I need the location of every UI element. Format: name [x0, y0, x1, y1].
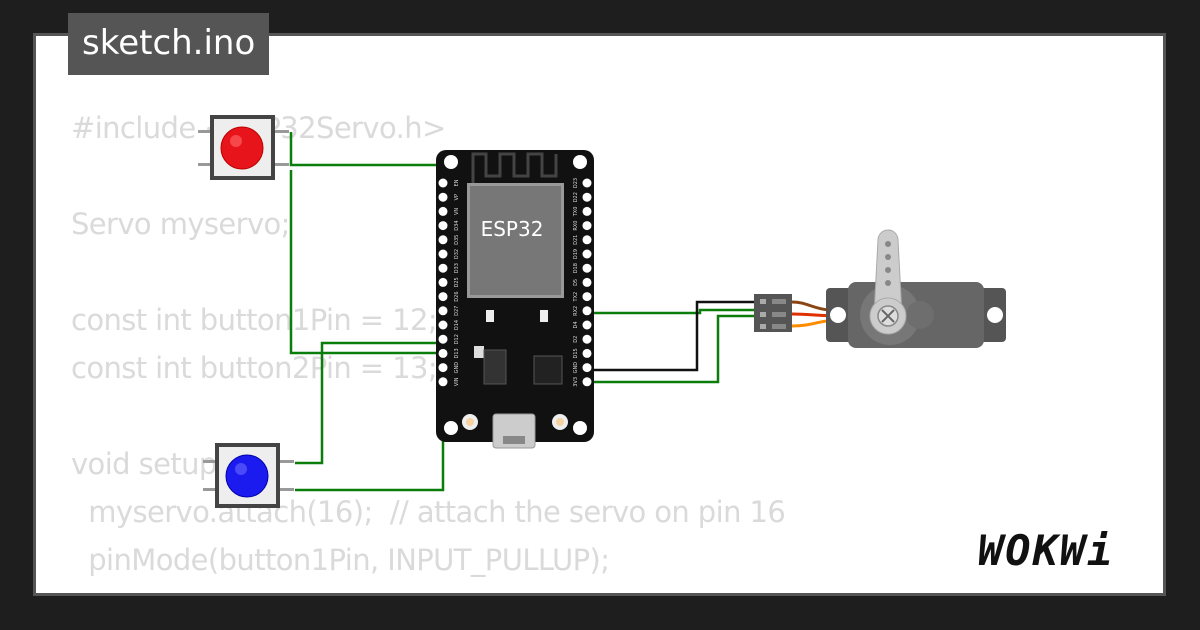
pin-d4[interactable] [582, 320, 592, 330]
pin-d14[interactable] [438, 320, 448, 330]
pin-label: D35 [454, 235, 460, 245]
esp32-board[interactable]: ESP32 ENVPVND34D35D32D33D25D26D27D14D12D… [436, 150, 594, 449]
code-line: myservo.attach(16); // attach the servo … [71, 495, 786, 529]
code-line: pinMode(button1Pin, INPUT_PULLUP); [71, 543, 610, 577]
file-tab[interactable]: sketch.ino [68, 13, 270, 75]
pin-d13[interactable] [438, 348, 448, 358]
pin-d33[interactable] [438, 263, 448, 273]
pin-label: D26 [454, 291, 460, 301]
pin-label: D19 [573, 249, 579, 259]
pin-label: D2 [573, 336, 579, 343]
pin-label: D12 [454, 334, 460, 344]
esp32-label: ESP32 [481, 217, 544, 241]
pin-label: TX0 [573, 207, 579, 218]
wire-servo-signal[interactable] [583, 308, 755, 315]
pushbutton-red[interactable] [198, 115, 289, 180]
pin-label: D27 [454, 306, 460, 316]
pin-d23[interactable] [582, 178, 592, 188]
pin-label: D33 [454, 263, 460, 273]
pin-label: D21 [573, 235, 579, 245]
pin-d27[interactable] [438, 306, 448, 316]
pin-label: RX2 [573, 306, 579, 316]
pin-d18[interactable] [582, 263, 592, 273]
pin-vn[interactable] [438, 206, 448, 216]
pin-vp[interactable] [438, 192, 448, 202]
pin-d5[interactable] [582, 277, 592, 287]
pushbutton-blue[interactable] [203, 443, 294, 508]
pin-d34[interactable] [438, 221, 448, 231]
pin-d25[interactable] [438, 277, 448, 287]
code-line: const int button1Pin = 12; [71, 303, 438, 337]
pin-label: D23 [573, 178, 579, 188]
servo-connector[interactable] [754, 294, 792, 332]
pin-label: D5 [573, 279, 579, 286]
pin-d22[interactable] [582, 192, 592, 202]
pin-label: D25 [454, 277, 460, 287]
pin-label: 3V3 [573, 377, 579, 387]
pin-label: VIN [454, 377, 460, 386]
wire-button1-signal[interactable] [289, 132, 445, 340]
pin-label: EN [454, 179, 460, 186]
pin-d35[interactable] [438, 235, 448, 245]
pin-label: D4 [573, 321, 579, 328]
pin-tx2[interactable] [582, 292, 592, 302]
pin-label: VN [454, 208, 460, 215]
wire-button1-gnd[interactable] [289, 170, 443, 355]
wokwi-logo: WOKWi [978, 526, 1115, 575]
pin-label: RX0 [573, 221, 579, 231]
pin-label: D34 [454, 220, 460, 230]
pin-label: D15 [573, 348, 579, 358]
pin-vin[interactable] [438, 377, 448, 387]
code-line: const int button2Pin = 13; [71, 351, 438, 385]
pin-en[interactable] [438, 178, 448, 188]
code-line: #include <ESP32Servo.h> [71, 111, 446, 145]
servo-motor[interactable] [826, 229, 1006, 348]
pin-d15[interactable] [582, 348, 592, 358]
wire-button2-gnd[interactable] [295, 367, 445, 492]
pin-tx0[interactable] [582, 206, 592, 216]
pin-label: TX2 [573, 292, 579, 303]
pin-3v3[interactable] [582, 377, 592, 387]
pin-gnd[interactable] [582, 363, 592, 373]
pin-d21[interactable] [582, 235, 592, 245]
code-line: Servo myservo; [71, 207, 290, 241]
wire-button2-signal[interactable] [295, 341, 443, 465]
pin-label: GND [573, 362, 579, 374]
pin-label: GND [454, 362, 460, 374]
pin-d32[interactable] [438, 249, 448, 259]
pin-label: D32 [454, 249, 460, 259]
pin-rx0[interactable] [582, 221, 592, 231]
pin-d2[interactable] [582, 334, 592, 344]
wire-servo-gnd[interactable] [583, 300, 755, 372]
pin-d26[interactable] [438, 292, 448, 302]
wire-servo-vcc[interactable] [583, 314, 755, 384]
code-line: pinMode(button2Pin, INPUT_PULLUP); [71, 584, 785, 593]
pin-gnd[interactable] [438, 363, 448, 373]
pin-label: VP [454, 194, 460, 200]
pin-d12[interactable] [438, 334, 448, 344]
pin-label: D22 [573, 192, 579, 202]
pin-d19[interactable] [582, 249, 592, 259]
pin-label: D14 [454, 320, 460, 330]
code-background: #include <ESP32Servo.h> Servo myservo; con… [71, 104, 786, 593]
pin-rx2[interactable] [582, 306, 592, 316]
pin-label: D13 [454, 348, 460, 358]
pin-label: D18 [573, 263, 579, 273]
wires [289, 132, 755, 492]
